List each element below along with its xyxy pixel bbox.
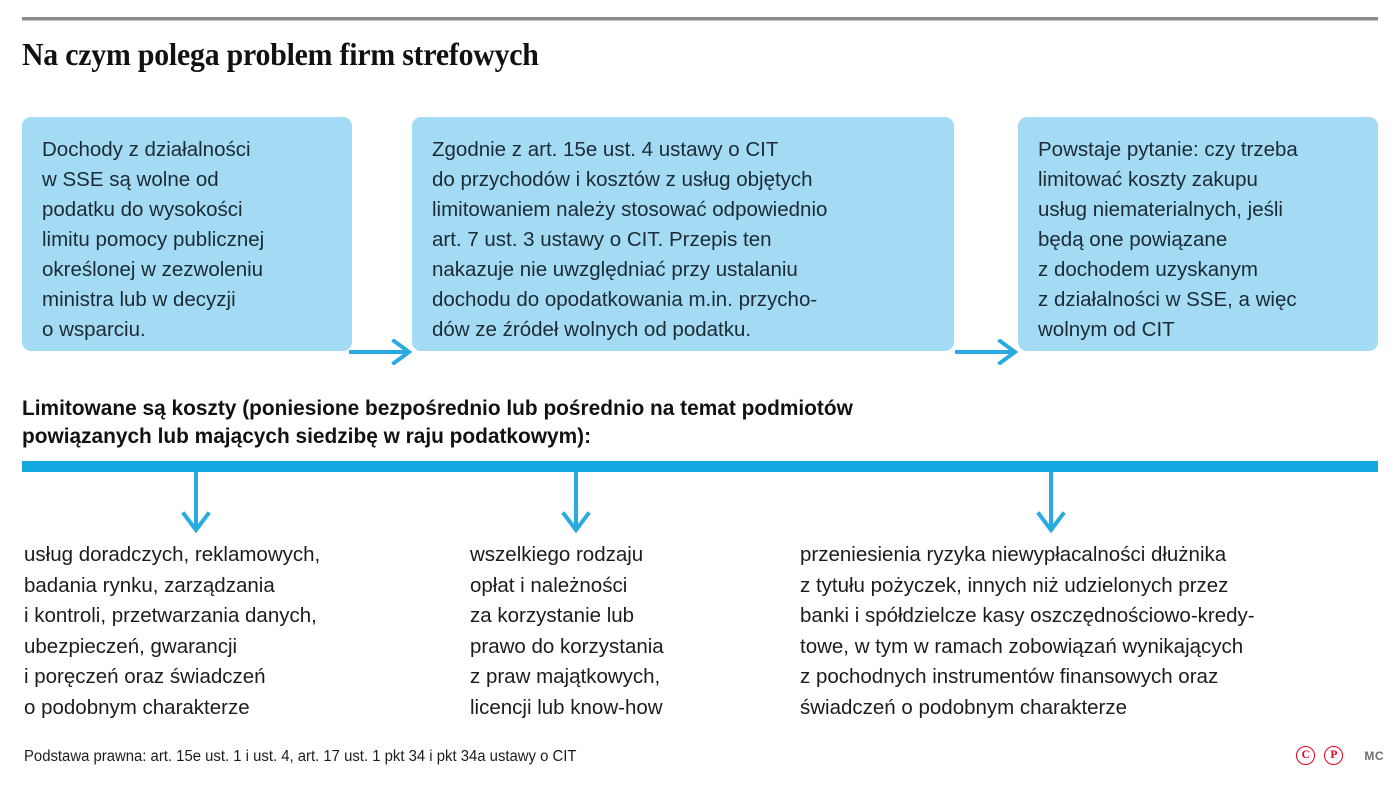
cost-category-column-1: usług doradczych, reklamowych, badania r… <box>24 540 454 723</box>
flow-box-3-text: Powstaje pytanie: czy trzeba limitować k… <box>1038 138 1298 341</box>
flow-box-1-text: Dochody z działalności w SSE są wolne od… <box>42 138 265 341</box>
cost-category-column-3: przeniesienia ryzyka niewypłacalności dł… <box>800 540 1390 723</box>
section-heading: Limitowane są koszty (poniesione bezpośr… <box>22 396 853 448</box>
cost-categories-columns: usług doradczych, reklamowych, badania r… <box>0 540 1400 720</box>
legal-basis-note: Podstawa prawna: art. 15e ust. 1 i ust. … <box>24 748 577 765</box>
flow-box-2-text: Zgodnie z art. 15e ust. 4 ustawy o CIT d… <box>432 138 828 341</box>
flow-box-1: Dochody z działalności w SSE są wolne od… <box>22 117 352 351</box>
cost-category-column-2: wszelkiego rodzaju opłat i należności za… <box>470 540 770 723</box>
flow-boxes-row: Dochody z działalności w SSE są wolne od… <box>0 117 1400 366</box>
published-rights-icon: P <box>1324 746 1344 765</box>
branch-arrow-down-2 <box>558 472 594 534</box>
copyright-icon: C <box>1296 746 1316 765</box>
cost-category-column-1-text: usług doradczych, reklamowych, badania r… <box>24 543 321 719</box>
cost-category-column-2-text: wszelkiego rodzaju opłat i należności za… <box>470 543 664 719</box>
branch-arrow-down-3 <box>1033 472 1069 534</box>
cost-category-column-3-text: przeniesienia ryzyka niewypłacalności dł… <box>800 543 1255 719</box>
flow-arrow-right-1 <box>349 338 413 366</box>
branch-arrow-down-1 <box>178 472 214 534</box>
page-title: Na czym polega problem firm strefowych <box>22 36 539 72</box>
flow-box-2: Zgodnie z art. 15e ust. 4 ustawy o CIT d… <box>412 117 954 351</box>
flow-box-3: Powstaje pytanie: czy trzeba limitować k… <box>1018 117 1378 351</box>
top-rule-divider <box>22 17 1378 21</box>
author-initials: MC <box>1364 748 1384 763</box>
footer-marks: C P MC <box>1296 746 1384 765</box>
flow-arrow-right-2 <box>955 338 1019 366</box>
section-accent-bar <box>22 461 1378 472</box>
